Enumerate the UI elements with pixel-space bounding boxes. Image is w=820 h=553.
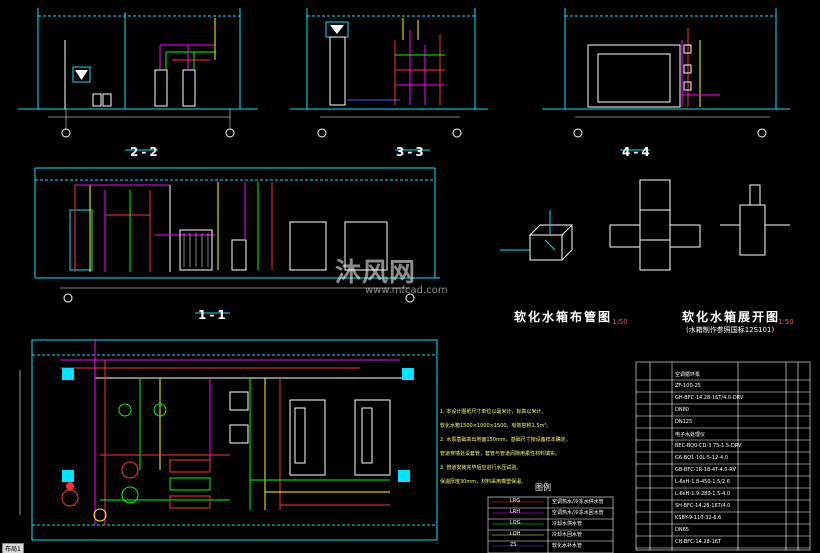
equipment-row-text: 电子水处理仪 (675, 432, 706, 438)
section-2-2-view (18, 8, 258, 151)
legend-description: 冷却水供水管 (552, 521, 583, 527)
section-1-1-view (34, 167, 440, 314)
equipment-row-text: L-6xH-1.8-450-1.5/2.6 (675, 479, 730, 485)
equipment-row-text: GH-BFC-14.28-16T/4.0-DRV (675, 395, 744, 401)
tank-expand-subtitle: (水箱制作参照国标12S101) (686, 326, 775, 334)
legend-code: LRH (510, 509, 521, 515)
legend-title: 图例 (535, 483, 551, 492)
tank-expand-view (609, 179, 790, 271)
watermark-brand: 沐风网 (335, 258, 417, 288)
equipment-row-text: L-6xH-1.9-280-1.5-4.0 (675, 491, 731, 497)
equipment-row-text: DN80 (675, 407, 689, 413)
note-1: 1. 本设计图纸尺寸单位以毫米计，标高以米计。 (440, 409, 547, 415)
section-title-4-4: 4-4 (622, 145, 653, 159)
legend-code: LRG (510, 498, 521, 504)
tank-piping-title: 软化水箱布管图 (514, 310, 613, 324)
design-notes: 1. 本设计图纸尺寸单位以毫米计，标高以米计。 软化水箱1500×1000×15… (440, 405, 571, 489)
legend-description: 冷却水回水管 (552, 532, 583, 538)
equipment-row-text: BEC-BQ0-CD-3.75-1.5-DRV (675, 443, 742, 449)
legend-description: 空调热水/冷冻水供水管 (552, 499, 604, 505)
equipment-row-text: GB-BFC-1R-18-4T-4.0-RV (675, 467, 736, 473)
tank-expand-title: 软化水箱展开图 (682, 310, 781, 324)
section-4-4-view (542, 8, 790, 151)
layout-tab[interactable]: 布局1 (2, 543, 24, 553)
equipment-row-text: DN125 (675, 419, 693, 425)
equipment-row-text: G6-BQ1-10L-5-12-4.0 (675, 455, 729, 461)
section-title-3-3: 3-3 (396, 145, 427, 159)
section-title-2-2: 2-2 (130, 145, 161, 159)
watermark-url: www.mfcad.com (365, 285, 448, 296)
note-4: 管道穿墙处设套管，套管与管道间隙用柔性材料填实。 (440, 451, 561, 457)
section-3-3-view (290, 8, 488, 151)
legend-description: 空调热水/冷冻水回水管 (552, 510, 604, 516)
plan-view (19, 339, 438, 541)
equipment-row-text: CH-BFC-14.28-16T (675, 539, 722, 545)
tank-piping-scale: 1:50 (612, 318, 628, 326)
equipment-row-text: KSBY-9-110-32-6.6 (675, 515, 722, 521)
section-title-1-1: 1-1 (198, 308, 229, 322)
note-3: 2. 水泵基础高出地面150mm，基础尺寸按设备样本确定。 (440, 437, 571, 443)
equipment-row-text: ZF-100-25 (675, 383, 701, 389)
equipment-row-text: SH-BFC-14.28-16T/4.0 (675, 503, 731, 509)
legend-table (487, 496, 614, 553)
equipment-table (635, 361, 811, 551)
legend-code: LQH (510, 531, 521, 537)
note-6: 保温厚度30mm，材料采用橡塑保温。 (440, 479, 527, 485)
legend-code: LQG (510, 520, 521, 526)
legend-code: ZS (510, 542, 517, 548)
note-2: 软化水箱1500×1000×1500，有效容积1.5m³。 (440, 423, 552, 429)
note-5: 3. 管道安装完毕后应进行水压试验。 (440, 465, 522, 471)
legend-description: 软化水补水管 (552, 543, 583, 549)
tank-piping-view (500, 210, 574, 261)
equipment-row-text: 空调循环泵 (675, 372, 701, 378)
tank-expand-scale: 1:50 (778, 318, 794, 326)
equipment-row-text: DN65 (675, 527, 689, 533)
